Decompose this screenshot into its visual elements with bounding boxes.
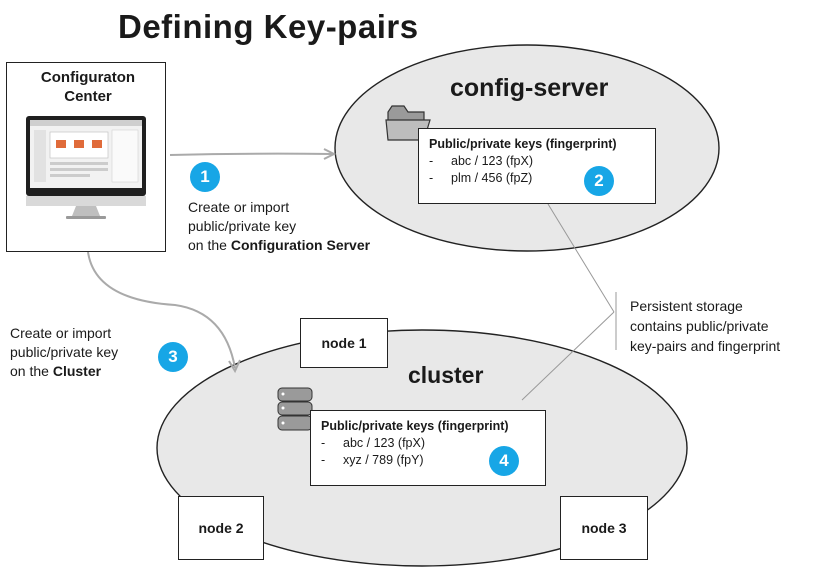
arrowhead-cluster: [228, 359, 241, 374]
node-1-box: node 1: [300, 318, 388, 368]
config-server-keys-box: Public/private keys (fingerprint) -abc /…: [418, 128, 656, 204]
step-3-description: Create or import public/private key on t…: [10, 325, 119, 379]
cluster-key-item: -abc / 123 (fpX): [321, 436, 425, 450]
storage-note: Persistent storage contains public/priva…: [630, 298, 781, 354]
node-3-box: node 3: [560, 496, 648, 560]
diagram-title: Defining Key-pairs: [118, 8, 419, 45]
config-server-key-item: -plm / 456 (fpZ): [429, 171, 533, 185]
step-3-badge: 3: [158, 342, 188, 372]
node-3-label: node 3: [581, 520, 627, 536]
step-2-badge: 2: [584, 166, 614, 196]
step-1-badge: 1: [190, 162, 220, 192]
config-server-title: config-server: [450, 74, 609, 102]
node-2-label: node 2: [198, 520, 244, 536]
cluster-key-item: -xyz / 789 (fpY): [321, 453, 424, 467]
arrow-to-config-server: [169, 152, 333, 156]
folder-icon: [385, 105, 431, 141]
cluster-keys-box: Public/private keys (fingerprint) -abc /…: [310, 410, 546, 486]
storage-link-server: [547, 203, 615, 313]
node-1-label: node 1: [321, 335, 367, 351]
cluster-title: cluster: [408, 362, 484, 388]
config-center-label-line2: Center: [64, 88, 112, 105]
node-2-box: node 2: [178, 496, 264, 560]
config-center-label: Configuraton Center: [8, 68, 168, 106]
step-4-badge: 4: [489, 446, 519, 476]
config-server-key-item: -abc / 123 (fpX): [429, 154, 533, 168]
database-icon: [277, 387, 313, 431]
step-1-description: Create or import public/private key on t…: [188, 199, 371, 253]
arrow-to-cluster: [87, 251, 236, 369]
cluster-keys-title: Public/private keys (fingerprint): [321, 419, 509, 433]
arrowhead-config-server: [323, 148, 337, 160]
config-center-label-line1: Configuraton: [40, 69, 136, 86]
storage-link-cluster: [521, 311, 615, 401]
config-server-keys-title: Public/private keys (fingerprint): [429, 137, 617, 151]
